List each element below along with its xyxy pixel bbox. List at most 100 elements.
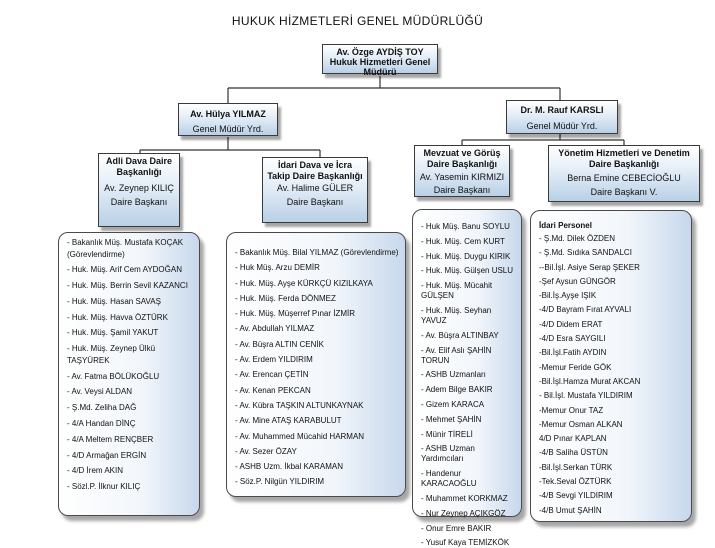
staff-member: - Av. Abdullah YILMAZ	[235, 324, 315, 334]
staff-member: - Ş.Md. Zeliha DAĞ	[67, 403, 137, 413]
staff-member: - 4/A Meltem RENÇBER	[67, 434, 154, 444]
staff-member: -Memur Feride GÖK	[539, 362, 612, 372]
general-director-title: Hukuk Hizmetleri Genel Müdürü	[329, 57, 431, 77]
dept-idari-role: Daire Başkanı	[286, 197, 344, 207]
dept-yonetim-name: Yönetim Hizmetleri ve Denetim Daire Başk…	[558, 148, 690, 169]
dept-idari-box: İdari Dava ve İcra Takip Daire Başkanlığ…	[262, 157, 368, 223]
staff-member: - Av. Kenan PEKCAN	[235, 385, 311, 395]
staff-member: - Av. Mine ATAŞ KARABULUT	[235, 416, 342, 426]
staff-member: -Bil.İşl.Serkan TÜRK	[539, 462, 613, 472]
staff-member: -Memur Onur TAZ	[539, 405, 604, 415]
staff-member: - 4/D İrem AKIN	[67, 466, 124, 476]
staff-member: - ASHB Uzmanları	[421, 370, 486, 380]
dept-yonetim-role: Daire Başkanı V.	[590, 187, 658, 197]
staff-member: -Memur Osman ALKAN	[539, 419, 623, 429]
staff-member: - Av. Muhammed Mücahid HARMAN	[235, 431, 365, 441]
staff-member: - Huk. Müş. Ferda DÖNMEZ	[235, 293, 336, 303]
org-connector-lines	[139, 76, 625, 157]
staff-member: - Handenur KARACAOĞLU	[421, 469, 477, 489]
staff-member: - Bil.İşl. Mustafa YILDIRIM	[539, 391, 633, 401]
dept-adli-role: Daire Başkanı	[110, 197, 168, 207]
staff-member: - Av. Elif Aslı ŞAHİN TORUN	[421, 345, 492, 365]
staff-member: -4/B Sevgi YILDIRIM	[539, 491, 613, 501]
dept-mevzuat-role: Daire Başkanı	[433, 185, 491, 195]
staff-member: -Şef Aysun GÜNGÖR	[539, 276, 616, 286]
staff-member: - Muhammet KORKMAZ	[421, 493, 508, 503]
staff-member: - Av. Veysi ALDAN	[67, 387, 133, 397]
staff-member: - Huk. Müş. Gülşen USLU	[421, 266, 514, 276]
staff-member: - Mehmet ŞAHİN	[421, 414, 482, 424]
staff-member: -Bil.İş.Ayşe IŞIK	[539, 291, 597, 301]
dept-mevzuat-person: Av. Yasemin KIRMIZI	[419, 172, 505, 182]
staff-member: --Bil.İşl. Asiye Serap ŞEKER	[539, 262, 640, 272]
staff-member: -Bil.İşl.Fatih AYDIN	[539, 348, 607, 358]
staff-member: - Ş.Md. Sıdıka SANDALCI	[539, 248, 632, 258]
deputy-right-box: Dr. M. Rauf KARSLI Genel Müdür Yrd.	[506, 100, 618, 134]
staff-member: - 4/A Handan DİNÇ	[67, 418, 136, 428]
staff-member: - Huk. Müş. Havva ÖZTÜRK	[67, 312, 168, 322]
dept-mevzuat-box: Mevzuat ve Görüş Daire Başkanlığı Av. Ya…	[414, 145, 510, 197]
staff-member: - 4/D Armağan ERGİN	[67, 450, 147, 460]
staff-member: - Huk. Müş. Seyhan YAVUZ	[421, 305, 492, 325]
deputy-left-role: Genel Müdür Yrd.	[192, 124, 264, 134]
staff-member: - Av. Kübra TAŞKIN ALTUNKAYNAK	[235, 400, 364, 410]
staff-member: - Huk. Müş. Şamil YAKUT	[67, 328, 159, 338]
staff-member: - Ş.Md. Dilek ÖZDEN	[539, 234, 616, 243]
staff-member: - Adem Bilge BAKIR	[421, 385, 493, 395]
staff-member: 4/D Pınar KAPLAN	[539, 434, 607, 444]
staff-list-mevzuat-items: - Huk Müş. Banu SOYLU - Huk. Müş. Cem KUR…	[421, 222, 515, 548]
staff-member: - Huk. Müş. Cem KURT	[421, 236, 505, 246]
dept-yonetim-person: Berna Emine CEBECİOĞLU	[567, 173, 681, 183]
staff-member: - Bakanlık Müş. Mustafa KOÇAK (Görevlend…	[67, 238, 184, 259]
dept-idari-person: Av. Halime GÜLER	[276, 183, 354, 193]
staff-list-idari: - Bakanlık Müş. Bilal YILMAZ (Görevlendi…	[226, 232, 406, 497]
staff-list-adli: - Bakanlık Müş. Mustafa KOÇAK (Görevlend…	[58, 232, 200, 516]
staff-member: - Av. Erdem YILDIRIM	[235, 355, 313, 365]
dept-mevzuat-name: Mevzuat ve Görüş Daire Başkanlığı	[423, 148, 501, 169]
general-director-name: Av. Özge AYDİŞ TOY	[336, 47, 424, 57]
staff-member: - Yusuf Kaya TEMİZKÖK	[421, 538, 510, 548]
staff-member: - Bakanlık Müş. Bilal YILMAZ (Görevlendi…	[235, 248, 399, 257]
dept-adli-person: Av. Zeynep KILIÇ	[104, 183, 174, 193]
dept-idari-name: İdari Dava ve İcra Takip Daire Başkanlığ…	[267, 160, 363, 181]
dept-adli-box: Adli Dava Daire Başkanlığı Av. Zeynep KI…	[98, 153, 180, 227]
dept-adli-name: Adli Dava Daire Başkanlığı	[105, 156, 173, 177]
staff-member: - Huk. Müş. Ayşe KÜRKÇÜ KIZILKAYA	[235, 278, 373, 288]
staff-list-yonetim: İdari Personel - Ş.Md. Dilek ÖZDEN- Ş.Md…	[530, 210, 692, 522]
staff-member: -Tek.Seval ÖZTÜRK	[539, 477, 612, 487]
general-director-box: Av. Özge AYDİŞ TOY Hukuk Hizmetleri Gene…	[322, 44, 438, 77]
staff-list-adli-items: - Bakanlık Müş. Mustafa KOÇAK (Görevlend…	[67, 237, 193, 493]
staff-member: - Av. Erencan ÇETİN	[235, 370, 309, 380]
staff-member: -4/B Umut ŞAHİN	[539, 505, 602, 515]
dept-yonetim-box: Yönetim Hizmetleri ve Denetim Daire Başk…	[548, 145, 700, 202]
staff-member: - ASHB Uzm. İkbal KARAMAN	[235, 462, 344, 472]
staff-member: - Huk. Müş. Zeynep Ülkü TAŞYÜREK	[67, 344, 156, 365]
staff-member: - Av. Fatma BÖLÜKOĞLU	[67, 371, 160, 381]
staff-member: - Söz.P. Nilgün YILDIRIM	[235, 477, 325, 487]
staff-member: - Sözl.P. İlknur KILIÇ	[67, 482, 141, 492]
staff-member: -4/B Saliha ÜSTÜN	[539, 448, 608, 458]
staff-list-yonetim-items: - Ş.Md. Dilek ÖZDEN - Ş.Md. Sıdıka SANDAL…	[539, 234, 685, 516]
staff-list-idari-items: - Bakanlık Müş. Bilal YILMAZ (Görevlendi…	[235, 247, 399, 487]
staff-member: - Huk. Müş. Müşerref Pınar İZMİR	[235, 309, 356, 319]
staff-member: - Gizem KARACA	[421, 399, 485, 409]
page-title: HUKUK HİZMETLERİ GENEL MÜDÜRLÜĞÜ	[231, 14, 484, 28]
staff-member: - Nur Zeynep AÇIKGÖZ	[421, 508, 506, 518]
staff-member: - Av. Büşra ALTINBAY	[421, 330, 499, 340]
deputy-right-name: Dr. M. Rauf KARSLI	[520, 105, 604, 115]
staff-list-mevzuat: - Huk Müş. Banu SOYLU - Huk. Müş. Cem KUR…	[412, 209, 522, 547]
staff-member: - Huk Müş. Arzu DEMİR	[235, 263, 320, 273]
deputy-left-name: Av. Hülya YILMAZ	[190, 109, 266, 119]
staff-member: -Bil.İşl.Hamza Murat AKCAN	[539, 376, 641, 386]
deputy-right-role: Genel Müdür Yrd.	[526, 121, 598, 131]
staff-member: - Onur Emre BAKIR	[421, 523, 492, 533]
staff-member: - ASHB Uzman Yardımcıları	[421, 444, 475, 464]
staff-member: - Av. Büşra ALTIN CENİK	[235, 339, 324, 349]
staff-member: - Huk. Müş. Arif Cem AYDOĞAN	[67, 265, 182, 275]
staff-member: -4/D Didem ERAT	[539, 319, 603, 329]
staff-member: -4/D Esra SAYGILI	[539, 334, 606, 344]
staff-member: - Huk Müş. Banu SOYLU	[421, 222, 510, 231]
staff-member: - Münir TİRELİ	[421, 429, 473, 439]
staff-member: - Huk. Müş. Berrin Sevil KAZANCI	[67, 281, 188, 291]
staff-member: - Av. Sezer ÖZAY	[235, 446, 297, 456]
